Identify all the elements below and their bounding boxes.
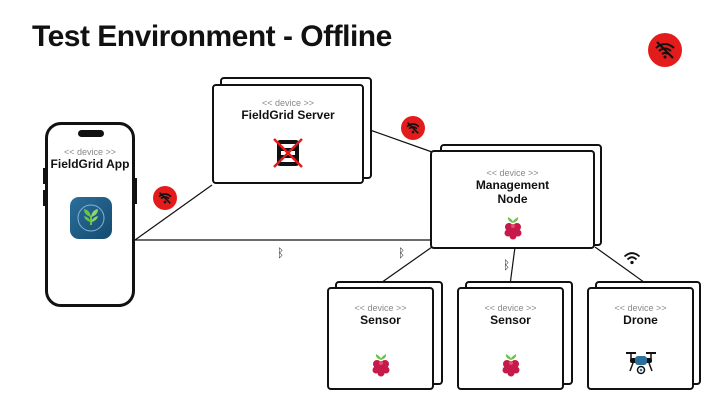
server-stereotype: << device >> — [261, 98, 315, 108]
management-sensor1-link — [377, 246, 433, 286]
drone-stereotype: << device >> — [614, 303, 667, 313]
app-stereotype: << device >> — [63, 147, 117, 157]
bluetooth-icon: ᛒ — [398, 246, 406, 260]
plant-app-icon — [70, 197, 112, 239]
server-off-icon — [214, 136, 362, 170]
sensor2-stereotype: << device >> — [484, 303, 537, 313]
offline-status-icon — [648, 33, 682, 67]
sensor-node-2: << device >> Sensor — [457, 287, 564, 390]
drone-node: << device >> Drone — [587, 287, 694, 390]
management-label: Management Node — [475, 178, 550, 206]
management-drone-link — [594, 246, 649, 286]
raspberry-pi-icon — [432, 214, 593, 240]
drone-icon — [589, 347, 692, 377]
drone-label: Drone — [623, 313, 658, 327]
app-label: FieldGrid App — [50, 157, 130, 171]
fieldgrid-app-device: << device >> FieldGrid App — [45, 122, 135, 307]
fieldgrid-server-node: << device >> FieldGrid Server — [212, 84, 364, 184]
server-management-link — [369, 129, 433, 153]
sensor-node-1: << device >> Sensor — [327, 287, 434, 390]
server-management-offline-icon — [401, 116, 425, 140]
management-node: << device >> Management Node — [430, 150, 595, 249]
server-label: FieldGrid Server — [241, 108, 335, 122]
phone-notch — [78, 130, 104, 137]
management-stereotype: << device >> — [486, 168, 539, 178]
bluetooth-icon: ᛒ — [277, 246, 285, 260]
bluetooth-icon: ᛒ — [503, 258, 511, 272]
wifi-icon — [623, 250, 641, 271]
app-server-link — [134, 184, 213, 241]
sensor1-stereotype: << device >> — [354, 303, 407, 313]
sensor2-label: Sensor — [490, 313, 531, 327]
management-sensor2-link — [509, 246, 516, 286]
raspberry-pi-icon — [459, 351, 562, 377]
app-server-offline-icon — [153, 186, 177, 210]
raspberry-pi-icon — [329, 351, 432, 377]
sensor1-label: Sensor — [360, 313, 401, 327]
page-title: Test Environment - Offline — [32, 20, 392, 53]
